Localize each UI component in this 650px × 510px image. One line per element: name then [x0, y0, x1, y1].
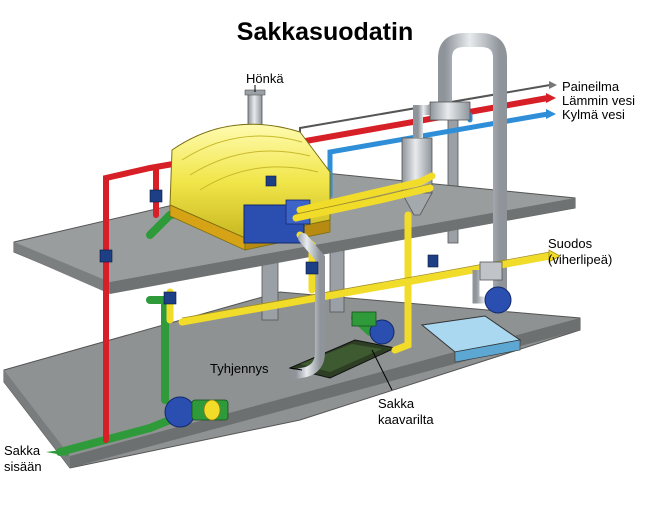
- label-sakka-kaavarilta-1: Sakka: [378, 396, 415, 411]
- filtrate-arrow: [548, 249, 561, 263]
- yellow-pipe-outline: [181, 183, 551, 319]
- drain-pipe: [291, 233, 325, 379]
- hot-water-arrow: [546, 93, 556, 103]
- label-sakka-sisaan-1: Sakka: [4, 443, 41, 458]
- label-suodos: Suodos: [548, 236, 593, 251]
- label-lammin-vesi: Lämmin vesi: [562, 93, 635, 108]
- inlet-arrow: [46, 449, 68, 456]
- label-kylma-vesi: Kylmä vesi: [562, 107, 625, 122]
- vent-stack: [244, 89, 266, 135]
- label-paineilma: Paineilma: [562, 79, 620, 94]
- valves: [99, 175, 439, 305]
- label-tyhjennys: Tyhjennys: [210, 361, 269, 376]
- label-sakka-sisaan-2: sisään: [4, 459, 42, 474]
- separator-column: [401, 33, 507, 312]
- inlet-pump: [164, 396, 229, 428]
- compressed-air-arrow: [549, 81, 557, 89]
- cold-water-arrow: [546, 109, 556, 119]
- label-honka: Hönkä: [246, 71, 284, 86]
- label-sakka-kaavarilta-2: kaavarilta: [378, 412, 434, 427]
- filtrate-tank: [420, 315, 522, 363]
- label-viherlipea: (viherlipeä): [548, 252, 613, 267]
- leader-lines: [254, 85, 393, 391]
- sludge-pump: [351, 311, 395, 345]
- filtrate-pump: [479, 261, 512, 314]
- diagram-title: Sakkasuodatin: [236, 18, 414, 46]
